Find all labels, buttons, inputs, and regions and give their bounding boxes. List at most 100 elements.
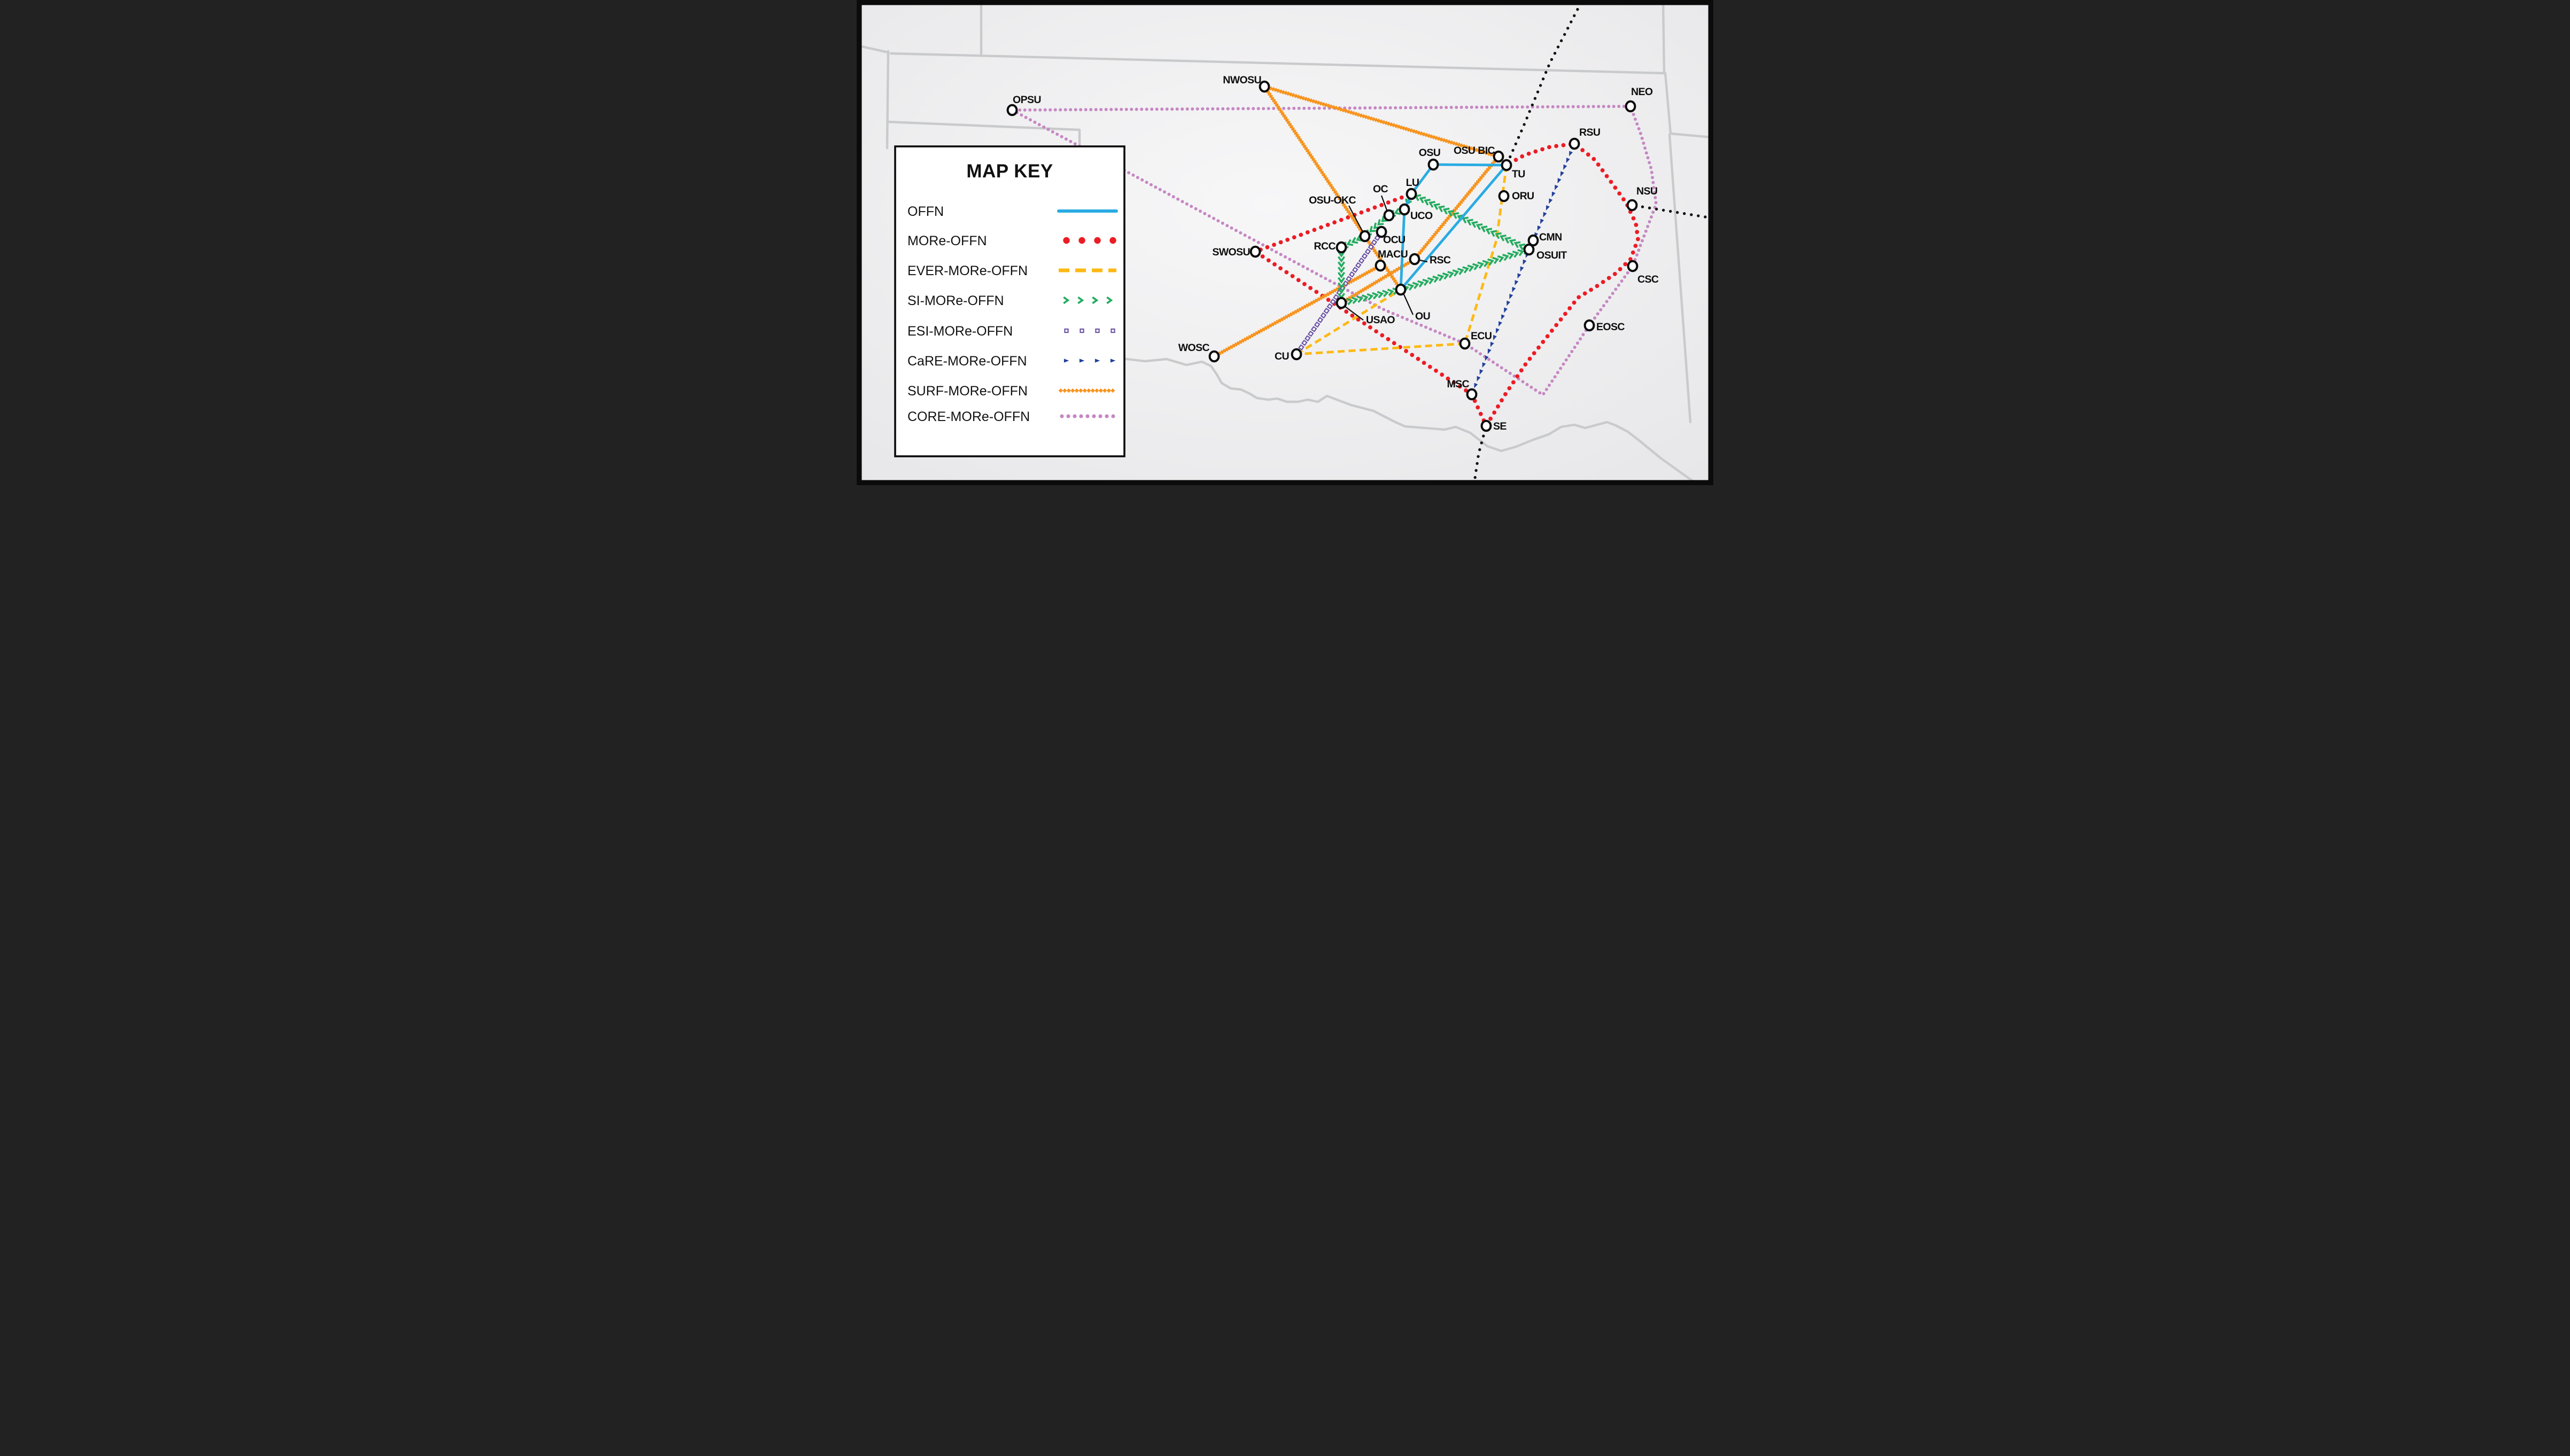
legend-swatch-si	[1063, 296, 1113, 305]
node-label-NEO: NEO	[1631, 86, 1653, 98]
image-frame	[857, 0, 1713, 485]
node-OCU	[1376, 225, 1387, 238]
node-label-CU: CU	[1275, 351, 1289, 362]
legend-item-label-core: CORE-MORe-OFFN	[907, 409, 1030, 424]
node-NSU	[1626, 199, 1638, 212]
node-MSC	[1466, 388, 1478, 401]
legend-item-label-offn: OFFN	[907, 204, 944, 219]
legend-item-label-ever: EVER-MORe-OFFN	[907, 263, 1028, 278]
node-NWOSU	[1259, 80, 1270, 93]
node-label-LU: LU	[1406, 177, 1419, 189]
state-border-nm-tx-border	[886, 50, 890, 150]
labels-layer: OPSU NWOSU NEO RSU OSU BIC TU OSU ORU NSU LU OC UCO…	[1013, 74, 1659, 432]
node-SE	[1480, 419, 1492, 432]
node-label-OC: OC	[1373, 183, 1388, 195]
node-label-CMN: CMN	[1539, 231, 1562, 243]
node-RSC	[1409, 253, 1420, 266]
nodes-layer	[1006, 80, 1639, 432]
edge-offn-UCO-OU	[1399, 208, 1406, 291]
node-NEO	[1625, 100, 1636, 113]
node-CSC	[1627, 260, 1639, 272]
node-label-OSUIT: OSUIT	[1536, 250, 1567, 261]
node-MACU	[1375, 259, 1386, 272]
node-label-UCO: UCO	[1410, 210, 1433, 222]
callout-line-OC	[1380, 195, 1388, 212]
node-USAO	[1336, 297, 1347, 309]
node-label-WOSC: WOSC	[1178, 342, 1210, 354]
node-label-OSU: OSU	[1419, 147, 1440, 159]
edge-offn-OSU-LU	[1410, 163, 1435, 196]
node-OSUBIC	[1493, 150, 1504, 163]
state-border-mo-ar-border	[1664, 72, 1713, 139]
map-key-box	[894, 145, 1125, 457]
node-OSUOKC	[1359, 230, 1371, 243]
node-CU	[1291, 348, 1302, 361]
node-ECU	[1459, 337, 1471, 350]
network-lines-layer	[1011, 2, 1707, 485]
node-label-SE: SE	[1493, 421, 1507, 432]
node-label-RCC: RCC	[1314, 240, 1336, 252]
node-UCO	[1399, 203, 1410, 216]
node-OSUIT	[1523, 243, 1535, 256]
callout-line-USAO	[1344, 306, 1364, 321]
node-OPSU	[1006, 104, 1018, 116]
node-label-CSC: CSC	[1637, 274, 1659, 285]
node-label-NWOSU: NWOSU	[1223, 74, 1261, 86]
legend-swatch-more	[1063, 237, 1116, 244]
callout-line-RSC	[1419, 259, 1428, 263]
node-TU	[1501, 159, 1512, 172]
edge-ever-ECU-CU	[1296, 342, 1465, 356]
edge-care-RSU-CMN-OSUIT-MSC	[1471, 144, 1576, 395]
node-label-OU: OU	[1415, 310, 1430, 322]
node-WOSC	[1208, 350, 1220, 363]
node-SWOSU	[1249, 245, 1261, 258]
state-border-ok-ar-border	[1668, 133, 1692, 424]
node-label-MACU: MACU	[1378, 248, 1408, 260]
legend-item-label-esi: ESI-MORe-OFFN	[907, 324, 1013, 339]
node-ORU	[1498, 190, 1510, 203]
node-CMN	[1527, 234, 1539, 247]
legend-item-label-si: SI-MORe-OFFN	[907, 293, 1004, 308]
legend-item-label-care: CaRE-MORe-OFFN	[907, 354, 1027, 369]
node-label-OCU: OCU	[1383, 234, 1406, 246]
node-label-NSU: NSU	[1636, 185, 1657, 197]
node-label-TU: TU	[1512, 168, 1525, 180]
node-EOSC	[1583, 319, 1595, 332]
node-RSU	[1569, 137, 1580, 150]
node-label-SWOSU: SWOSU	[1212, 246, 1250, 258]
legend-item-label-surf: SURF-MORe-OFFN	[907, 384, 1028, 399]
node-LU	[1406, 188, 1417, 200]
edge-ever-CU-OU	[1295, 288, 1402, 356]
node-OSU	[1427, 158, 1439, 171]
legend-swatch-care	[1063, 359, 1116, 363]
legend-swatch-esi	[1064, 328, 1115, 333]
frame-layer	[857, 0, 1713, 485]
state-border-nm-diagonal	[857, 44, 890, 54]
node-RCC	[1336, 241, 1347, 254]
legend-swatch-core	[1060, 414, 1115, 418]
node-label-OSUOKC: OSU-OKC	[1309, 194, 1356, 206]
edge-esi-CU-OCU	[1295, 230, 1384, 355]
callout-line-OU	[1402, 293, 1414, 315]
state-border-north-border	[889, 52, 1666, 75]
node-label-ORU: ORU	[1512, 190, 1534, 202]
edge-surf-WOSC-MACU	[1213, 264, 1381, 358]
edge-offn-OU-TU	[1399, 163, 1508, 291]
node-label-EOSC: EOSC	[1596, 321, 1625, 333]
state-border-red-river	[1078, 352, 1696, 484]
node-label-RSC: RSC	[1430, 254, 1451, 266]
node-label-RSU: RSU	[1579, 127, 1600, 138]
callout-line-OSUOKC	[1348, 205, 1363, 232]
state-border-ks-mo-border	[1661, 0, 1666, 75]
map-key-title: MAP KEY	[966, 161, 1053, 182]
map-key-layer: MAP KEY OFFN MORe-OFFN EVER-MORe-OFFN SI-MOR…	[894, 145, 1125, 457]
node-OU	[1395, 283, 1407, 296]
node-label-OSUBIC: OSU BIC	[1454, 145, 1495, 157]
node-label-MSC: MSC	[1447, 378, 1469, 390]
node-label-OPSU: OPSU	[1013, 94, 1041, 106]
legend-item-label-more: MORe-OFFN	[907, 233, 987, 248]
node-label-ECU: ECU	[1471, 330, 1492, 342]
node-OC	[1383, 209, 1395, 222]
